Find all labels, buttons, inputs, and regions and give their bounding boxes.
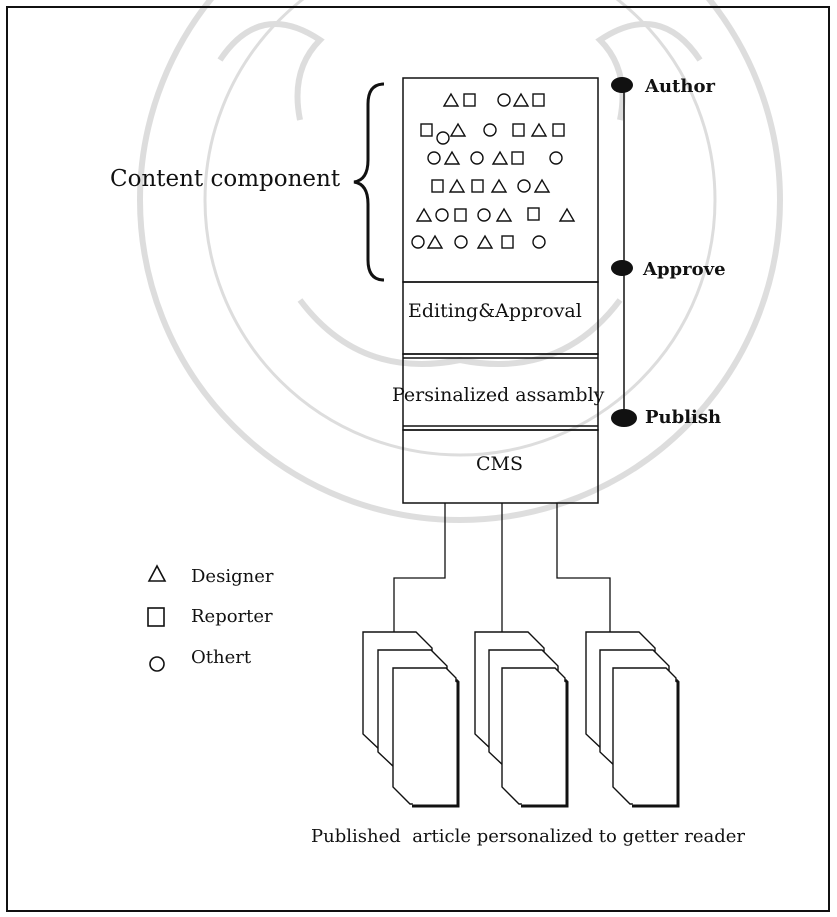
- content-brace: [354, 84, 384, 280]
- personalized-assembly-label: Persinalized assambly: [392, 384, 604, 406]
- workflow-line: [611, 77, 637, 427]
- content-component-label: Content component: [110, 166, 340, 192]
- triangle-icon: [149, 566, 165, 581]
- approve-marker: [611, 260, 633, 276]
- article-stack-1: [363, 632, 458, 806]
- legend-designer-label: Designer: [191, 566, 273, 587]
- circle-icon: [150, 657, 164, 671]
- article-stack-3: [586, 632, 678, 806]
- cms-label: CMS: [476, 453, 523, 475]
- legend-other-label: Othert: [191, 647, 251, 668]
- square-icon: [148, 608, 164, 626]
- article-stack-2: [475, 632, 567, 806]
- author-label: Author: [645, 76, 715, 97]
- content-symbols: [412, 94, 574, 248]
- approve-label: Approve: [643, 259, 726, 280]
- connectors: [394, 503, 610, 636]
- figure-caption: Published article personalized to getter…: [311, 826, 745, 847]
- process-stack: [403, 78, 598, 503]
- legend-reporter-label: Reporter: [191, 606, 273, 627]
- publish-label: Publish: [645, 407, 721, 428]
- publish-marker: [611, 409, 637, 427]
- author-marker: [611, 77, 633, 93]
- legend-symbols: [148, 566, 165, 671]
- editing-approval-label: Editing&Approval: [408, 300, 582, 322]
